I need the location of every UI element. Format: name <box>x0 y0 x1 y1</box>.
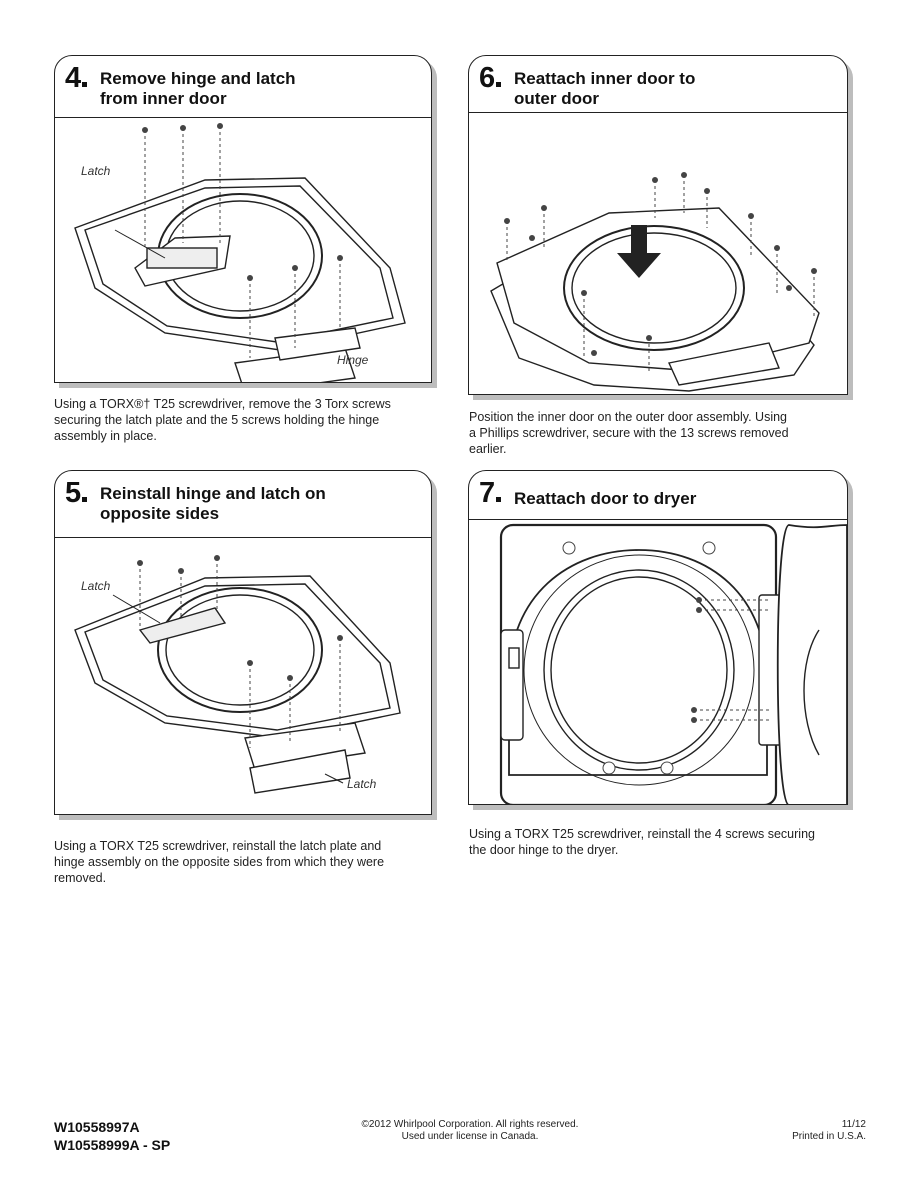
footer-print-info: 11/12 Printed in U.S.A. <box>792 1119 866 1143</box>
step-7-number: 7 <box>479 477 501 510</box>
step-7-panel: 7 Reattach door to dryer <box>468 470 848 805</box>
step-5-header: 5 Reinstall hinge and latch on opposite … <box>55 471 431 538</box>
step-4-header: 4 Remove hinge and latch from inner door <box>55 56 431 118</box>
step-5-description: Using a TORX T25 screwdriver, reinstall … <box>54 839 385 885</box>
footer-part-numbers: W10558997A W10558999A - SP <box>54 1118 170 1154</box>
footer-license: Used under license in Canada. <box>401 1131 539 1142</box>
step-4-latch-label: Latch <box>81 164 111 178</box>
step-6-header: 6 Reattach inner door to outer door <box>469 56 847 113</box>
footer-copyright: ©2012 Whirlpool Corporation. All rights … <box>361 1119 579 1130</box>
step-5-number: 5 <box>65 477 87 510</box>
step-7-header: 7 Reattach door to dryer <box>469 471 847 520</box>
step-6-panel: 6 Reattach inner door to outer door <box>468 55 848 395</box>
footer-date: 11/12 <box>841 1119 866 1130</box>
step-6-illustration <box>490 172 820 392</box>
step-5-title: Reinstall hinge and latch on opposite si… <box>100 484 326 523</box>
step-4-panel: 4 Remove hinge and latch from inner door <box>54 55 432 383</box>
step-5-panel: 5 Reinstall hinge and latch on opposite … <box>54 470 432 815</box>
step-4-hinge-label: Hinge <box>337 353 369 367</box>
step-5-latch-bottom-label: Latch <box>347 777 377 791</box>
step-5-illustration <box>74 555 401 794</box>
step-5-latch-top-label: Latch <box>81 579 111 593</box>
footer-printed: Printed in U.S.A. <box>792 1131 866 1142</box>
step-6-title: Reattach inner door to outer door <box>514 69 696 108</box>
step-7-title: Reattach door to dryer <box>514 489 697 508</box>
step-7-illustration <box>499 523 847 804</box>
step-4-number: 4 <box>65 62 87 95</box>
step-6-number: 6 <box>479 62 501 95</box>
step-6-description: Position the inner door on the outer doo… <box>469 410 789 456</box>
part-number-secondary: W10558999A - SP <box>54 1137 171 1153</box>
footer-legal: ©2012 Whirlpool Corporation. All rights … <box>330 1119 610 1143</box>
step-7-description: Using a TORX T25 screwdriver, reinstall … <box>469 827 815 857</box>
part-number-primary: W10558997A <box>54 1119 140 1135</box>
step-4-description: Using a TORX®† T25 screwdriver, remove t… <box>54 397 391 443</box>
step-4-illustration <box>74 123 406 382</box>
step-4-title: Remove hinge and latch from inner door <box>100 69 296 108</box>
